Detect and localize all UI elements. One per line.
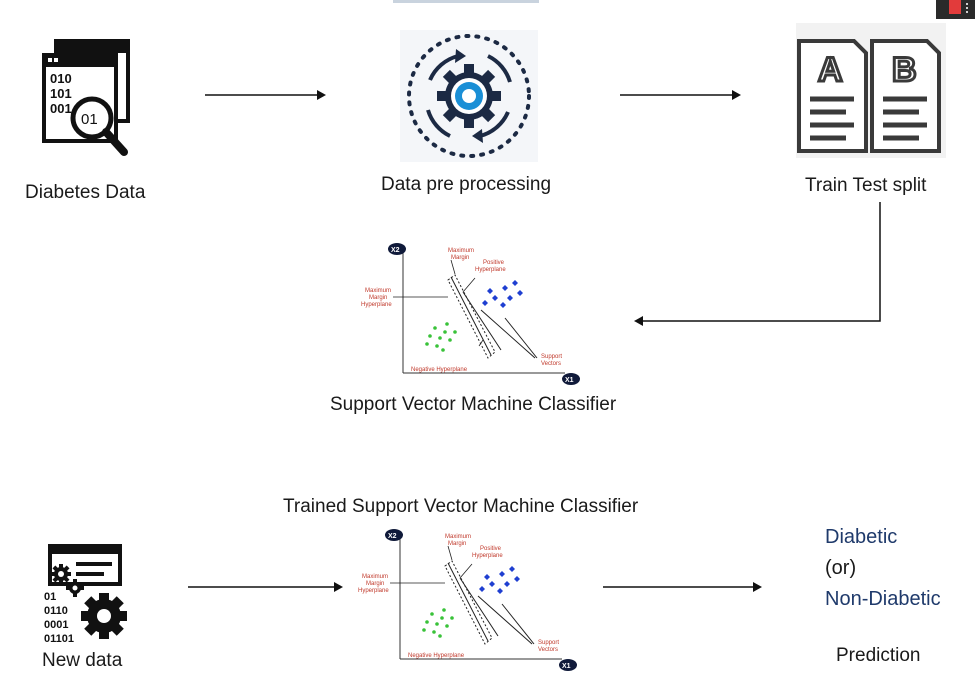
mmh-l2-b: Margin	[366, 581, 384, 587]
svm-plot-bottom: X2 X1 Maximum Margin Positive Hyperplane	[352, 526, 588, 676]
arrow-trained-to-prediction	[603, 582, 762, 592]
data-search-icon: 010 101 001 01	[38, 38, 138, 160]
max-margin-l1-b: Maximum	[445, 534, 471, 540]
train-test-split-label: Train Test split	[805, 175, 927, 196]
mmh-l3-b: Hyperplane	[358, 588, 389, 594]
top-tab-strip	[393, 0, 539, 3]
trained-svm-title: Trained Support Vector Machine Classifie…	[283, 496, 639, 517]
max-margin-l1: Maximum	[448, 248, 474, 254]
data-row-3: 001	[50, 101, 72, 116]
train-test-documents: A B	[796, 23, 946, 158]
support-l1-b: Support	[538, 640, 559, 646]
axis-y-label-b: X2	[388, 533, 397, 540]
mmh-l1: Maximum	[365, 288, 391, 294]
mmh-l2: Margin	[369, 295, 387, 301]
lens-text: 01	[81, 111, 98, 128]
document-b-icon: B	[870, 39, 941, 153]
arrow-newdata-to-trained	[188, 582, 343, 592]
arrow-preprocessing-to-split	[620, 90, 741, 100]
diabetes-data-label: Diabetes Data	[25, 182, 146, 203]
record-indicator	[949, 0, 961, 14]
support-l2: Vectors	[541, 361, 561, 367]
svm-label: Support Vector Machine Classifier	[330, 394, 617, 415]
axis-x-label: X1	[565, 377, 574, 384]
doc-a-letter: A	[818, 51, 843, 89]
data-row-2: 101	[50, 86, 72, 101]
pos-hyper-l1-b: Positive	[480, 546, 502, 552]
nd-row-3: 0001	[44, 619, 68, 631]
nd-row-4: 01101	[44, 633, 74, 644]
pos-hyper-l2-b: Hyperplane	[472, 553, 503, 559]
axis-x-label-b: X1	[562, 663, 571, 670]
svm-plot-top: X2 X1 Maximum Margin Positive	[355, 240, 591, 390]
more-dots-icon	[966, 3, 970, 13]
nd-row-1: 01	[44, 591, 56, 603]
doc-b-letter: B	[892, 51, 917, 89]
preprocessing-label: Data pre processing	[381, 174, 552, 195]
prediction-label: Prediction	[836, 645, 921, 666]
mmh-l1-b: Maximum	[362, 574, 388, 580]
new-data-gears-icon: 01 0110 0001 01101	[42, 544, 132, 645]
outcome-or: (or)	[825, 557, 857, 579]
pos-hyper-l1: Positive	[483, 260, 505, 266]
pos-hyper-l2: Hyperplane	[475, 267, 506, 273]
outcome-diabetic: Diabetic	[825, 526, 898, 548]
document-a-icon: A	[797, 39, 868, 153]
axis-y-label: X2	[391, 247, 400, 254]
nd-row-2: 0110	[44, 605, 68, 617]
window-corner-control[interactable]	[936, 0, 975, 19]
neg-hyper-label: Negative Hyperplane	[411, 367, 468, 373]
arrow-data-to-preprocessing	[205, 90, 326, 100]
new-data-label: New data	[42, 650, 123, 671]
support-l1: Support	[541, 354, 562, 360]
max-margin-l2-b: Margin	[448, 541, 466, 547]
arrow-split-to-svm	[634, 202, 881, 326]
data-row-1: 010	[50, 71, 72, 86]
max-margin-l2: Margin	[451, 255, 469, 261]
mmh-l3: Hyperplane	[361, 302, 392, 308]
outcome-non-diabetic: Non-Diabetic	[825, 588, 941, 610]
gear-cycle-icon	[400, 30, 538, 162]
neg-hyper-label-b: Negative Hyperplane	[408, 653, 465, 659]
support-l2-b: Vectors	[538, 647, 558, 653]
